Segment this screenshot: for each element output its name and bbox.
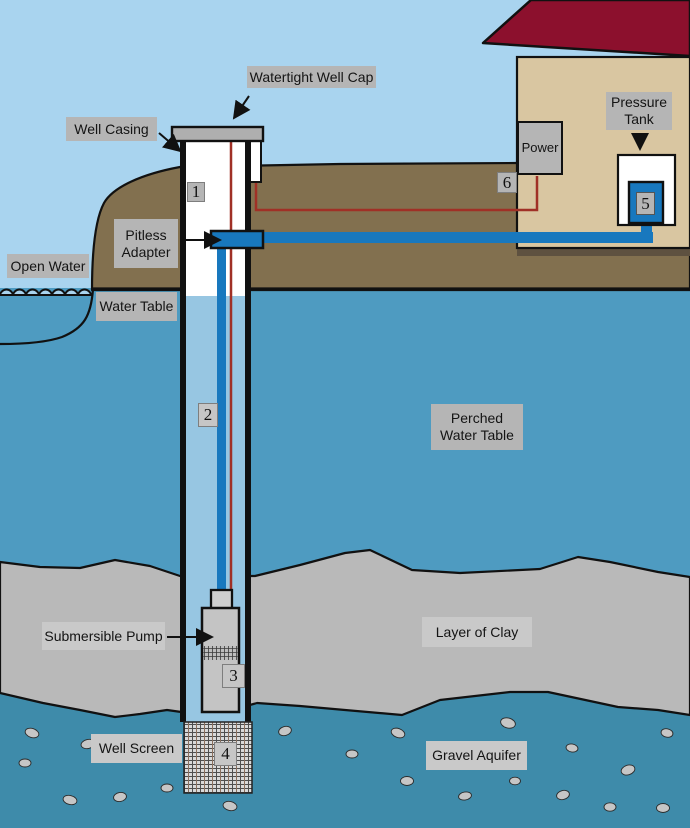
label-gravel-aquifer: Gravel Aquifer [426, 741, 527, 770]
label-submersible-pump: Submersible Pump [42, 622, 165, 650]
supply-pipe-riser [641, 220, 652, 234]
annotation-arrows [158, 95, 649, 646]
well-cap-arrow [232, 95, 251, 120]
lake-bed-line [0, 288, 95, 346]
drop-pipe [217, 244, 226, 592]
pump-intake-mesh [203, 646, 238, 660]
house-foundation [517, 246, 690, 256]
label-pitless-adapter: Pitless Adapter [114, 219, 178, 268]
supply-pipe-horizontal [263, 232, 653, 243]
pump-top-cap [209, 588, 234, 611]
casing-wall-right [245, 140, 251, 722]
well-cap [170, 125, 265, 143]
casing-wall-left [180, 140, 186, 722]
power-wire [254, 176, 539, 212]
label-perched-water-table: Perched Water Table [431, 404, 523, 450]
well-casing-arrow [158, 132, 182, 153]
marker-1-well-casing: 1 [187, 182, 205, 202]
label-layer-of-clay: Layer of Clay [422, 617, 532, 647]
label-power-supply: Power [517, 121, 563, 175]
label-open-water: Open Water [7, 254, 89, 278]
electrical-conduit [249, 139, 262, 183]
marker-2-drop-pipe: 2 [198, 403, 218, 427]
marker-4-well-screen: 4 [214, 742, 237, 766]
marker-3-pump: 3 [222, 664, 245, 688]
label-watertight-well-cap: Watertight Well Cap [247, 66, 376, 88]
marker-5-pressure-tank: 5 [636, 192, 655, 215]
label-water-table: Water Table [96, 292, 177, 321]
pebbles [18, 717, 674, 813]
label-well-casing: Well Casing [66, 117, 157, 141]
label-well-screen: Well Screen [91, 734, 182, 763]
wave-crests [0, 288, 93, 296]
house-roof [481, 0, 690, 58]
marker-6-power: 6 [497, 172, 517, 193]
casing-interior-air [184, 140, 247, 296]
label-pressure-tank: Pressure Tank [606, 92, 672, 130]
